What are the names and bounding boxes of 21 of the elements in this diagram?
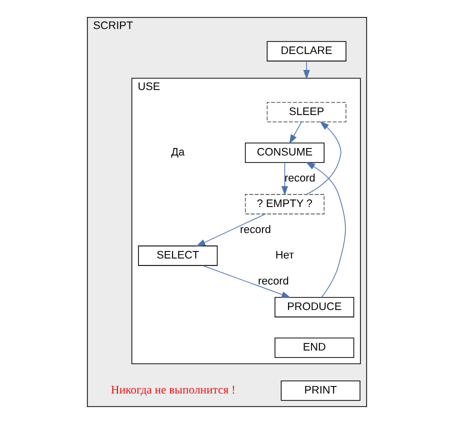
arrow (202, 265, 290, 298)
arrow (196, 214, 266, 246)
label: Нет (274, 250, 294, 262)
node-box: DECLARE (266, 41, 346, 62)
arrow (288, 122, 302, 144)
arrow (302, 60, 310, 80)
node-box: END (274, 338, 354, 358)
edge-label: record (257, 275, 288, 288)
node-box: ? EMPTY ? (244, 194, 324, 214)
label: Никогда не выполнится ! (110, 383, 235, 396)
arrow (305, 162, 346, 298)
edge-label: record (284, 172, 315, 184)
node-box: SLEEP (266, 102, 346, 122)
node-box: SELECT (138, 246, 218, 266)
edge-label: record (240, 224, 270, 236)
label: Да (170, 146, 184, 159)
arrow (280, 162, 288, 196)
node-box: PRINT (280, 380, 360, 401)
arrow (306, 121, 341, 195)
node-box: CONSUME (244, 142, 324, 163)
node-box: PRODUCE (274, 297, 354, 318)
